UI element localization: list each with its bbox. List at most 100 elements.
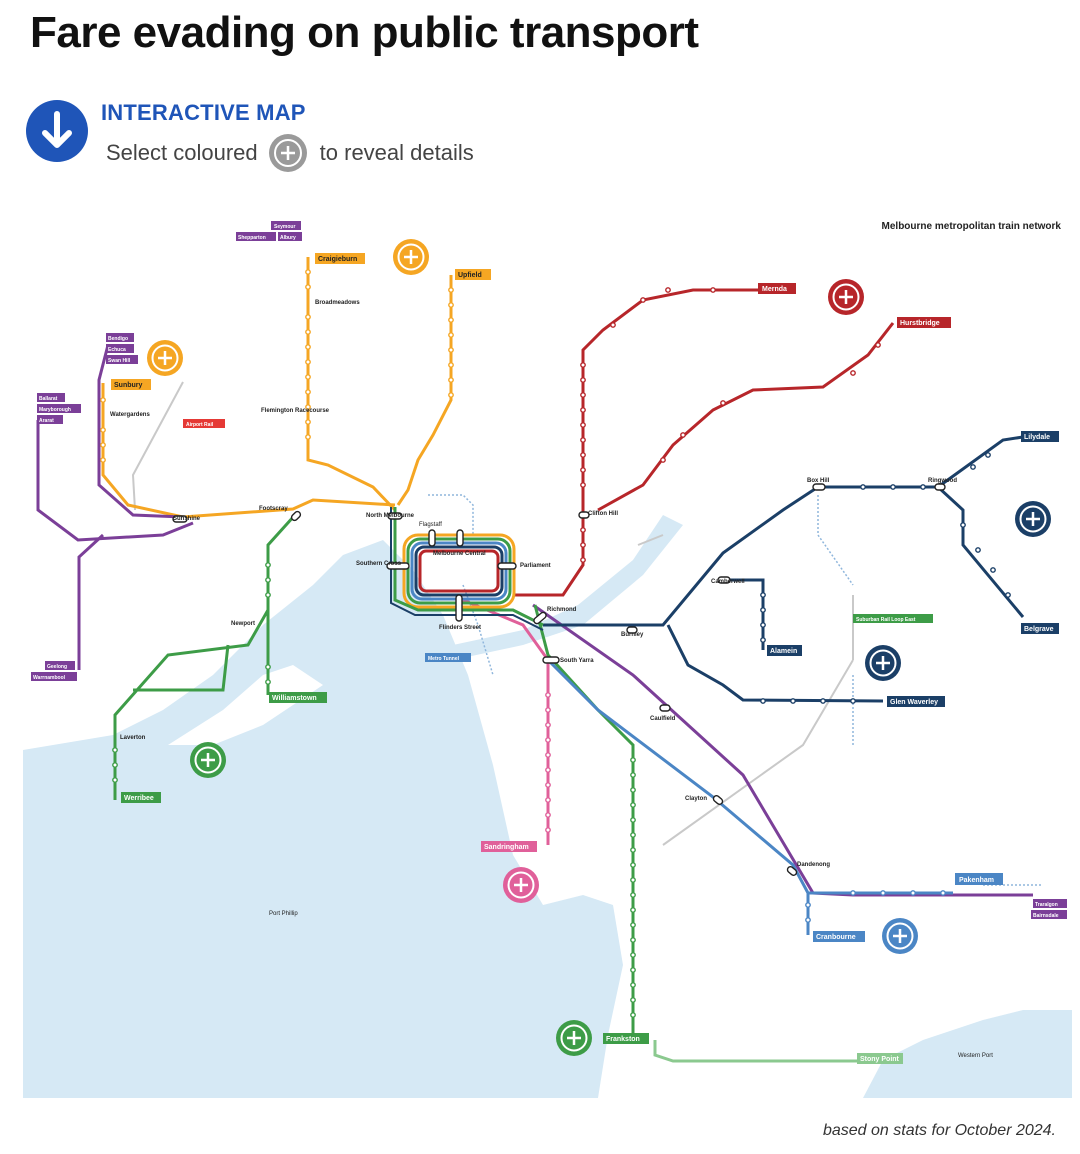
port-phillip-label: Port Phillip [269, 911, 298, 917]
label-suburban-rail-loop: Suburban Rail Loop East [856, 617, 916, 623]
plus-icon [567, 1031, 581, 1045]
red-city-link [513, 515, 585, 597]
plus-icon [404, 250, 418, 264]
label-airport-rail: Airport Rail [186, 422, 214, 428]
label-upfield: Upfield [458, 272, 482, 279]
label-watergardens: Watergardens [110, 412, 150, 418]
label-werribee: Werribee [124, 795, 154, 802]
western-port-water [863, 1010, 1072, 1098]
mernda-line [581, 288, 758, 565]
label-glen-waverley: Glen Waverley [890, 699, 938, 706]
geelong-line [77, 533, 105, 670]
instruction-text-after: to reveal details [319, 140, 474, 165]
hotspot-sandringham[interactable] [503, 867, 539, 903]
western-port-label: Western Port [958, 1053, 993, 1059]
planned-lines [131, 381, 854, 846]
label-laverton: Laverton [120, 735, 146, 741]
plus-icon [1026, 512, 1040, 526]
page-title: Fare evading on public transport [30, 8, 699, 57]
train-network-map: Port Phillip Western Port Melbourne metr… [23, 205, 1072, 1098]
label-echuca: Echuca [108, 347, 126, 353]
label-southern-cross: Southern Cross [356, 561, 402, 567]
label-swan-hill: Swan Hill [108, 358, 131, 364]
label-maryborough: Maryborough [39, 407, 71, 413]
label-flemington-racecourse: Flemington Racecourse [261, 408, 330, 414]
werribee-line [113, 513, 297, 800]
hotspot-layer [147, 239, 1051, 1056]
label-sandringham: Sandringham [484, 844, 529, 851]
label-sunbury: Sunbury [114, 382, 142, 389]
hotspot-sunbury[interactable] [147, 340, 183, 376]
interactive-map-hint: INTERACTIVE MAP Select coloured to revea… [26, 98, 546, 172]
instruction-text-before: Select coloured [106, 140, 258, 165]
label-ballarat: Ballarat [39, 396, 58, 402]
label-broadmeadows: Broadmeadows [315, 300, 360, 306]
regional-west-line [36, 344, 194, 542]
hotspot-frankston-stony-point[interactable] [556, 1020, 592, 1056]
label-williamstown: Williamstown [272, 695, 317, 702]
hurstbridge-line [597, 322, 895, 512]
terminus-labels: Craigieburn Upfield Mernda Hurstbridge L… [31, 221, 1067, 1064]
label-metro-tunnel: Metro Tunnel [428, 656, 460, 662]
yarra-river [378, 515, 683, 660]
label-box-hill: Box Hill [807, 478, 830, 484]
hotspot-lilydale-belgrave[interactable] [1015, 501, 1051, 537]
hotspot-pakenham-cranbourne[interactable] [882, 918, 918, 954]
station-dots [100, 269, 1011, 1018]
planned-dashed-lines [428, 494, 1043, 886]
label-frankston: Frankston [606, 1036, 640, 1043]
label-clayton: Clayton [685, 796, 707, 802]
cranbourne-line [546, 658, 810, 935]
label-camberwell: Camberwell [711, 579, 745, 585]
label-ararat: Ararat [39, 418, 54, 424]
interactive-map-instruction: Select coloured to reveal details [106, 132, 474, 174]
label-bairnsdale: Bairnsdale [1033, 913, 1059, 919]
plus-icon [876, 656, 890, 670]
bay-inlet-water [168, 665, 323, 745]
hotspot-craigieburn-upfield[interactable] [393, 239, 429, 275]
label-geelong: Geelong [47, 664, 67, 670]
label-newport: Newport [231, 621, 255, 627]
label-mernda: Mernda [762, 286, 787, 293]
stony-point-line [653, 1040, 903, 1063]
label-pakenham: Pakenham [959, 877, 994, 884]
label-clifton-hill: Clifton Hill [588, 511, 618, 517]
label-warrnambool: Warrnambool [33, 675, 66, 681]
label-richmond: Richmond [547, 607, 577, 613]
label-north-melbourne: North Melbourne [366, 513, 415, 519]
arrow-down-icon [26, 100, 88, 162]
label-footscray: Footscray [259, 506, 288, 512]
label-burnley: Burnley [621, 632, 644, 638]
altona-loop [133, 644, 230, 692]
label-craigieburn: Craigieburn [318, 256, 357, 263]
craigieburn-line [306, 257, 397, 512]
upfield-line [396, 275, 453, 506]
plus-icon [839, 290, 853, 304]
label-shepparton: Shepparton [238, 235, 266, 241]
label-ringwood: Ringwood [928, 478, 957, 484]
label-parliament: Parliament [520, 563, 551, 569]
footnote: based on stats for October 2024. [822, 1122, 1056, 1139]
interactive-map-heading: INTERACTIVE MAP [101, 100, 306, 125]
label-cranbourne: Cranbourne [816, 934, 856, 941]
label-melbourne-central: Melbourne Central [433, 551, 486, 557]
glen-waverley-line [666, 624, 884, 703]
city-to-richmond-2 [390, 507, 544, 631]
interchange-markers [172, 483, 946, 876]
hotspot-glen-waverley-alamein[interactable] [865, 645, 901, 681]
label-caulfield: Caulfield [650, 716, 676, 722]
label-hurstbridge: Hurstbridge [900, 320, 940, 327]
label-traralgon: Traralgon [1035, 902, 1058, 908]
hotspot-mernda-hurstbridge[interactable] [828, 279, 864, 315]
plus-icon [893, 929, 907, 943]
label-albury: Albury [280, 235, 296, 241]
map-title: Melbourne metropolitan train network [882, 221, 1062, 232]
label-alamein: Alamein [770, 648, 797, 655]
label-stony-point: Stony Point [860, 1056, 900, 1063]
hotspot-werribee-williamstown[interactable] [190, 742, 226, 778]
interchange-labels: Flinders Street Southern Cross Melbourne… [110, 300, 957, 868]
plus-icon [514, 878, 528, 892]
label-belgrave: Belgrave [1024, 626, 1054, 633]
plus-icon [201, 753, 215, 767]
train-network-svg: Port Phillip Western Port Melbourne metr… [23, 221, 1072, 1098]
